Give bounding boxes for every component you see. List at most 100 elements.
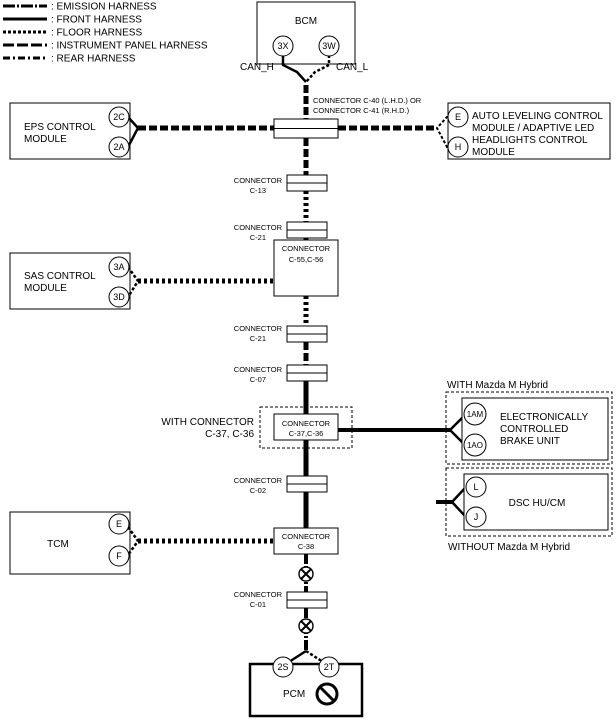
connector-c13: CONNECTOR C-13: [234, 174, 328, 195]
tcm-pin-e-label: E: [116, 519, 122, 529]
sas-pin-3a-label: 3A: [113, 262, 124, 272]
connector-c37-box: [273, 413, 339, 441]
connector-c01-id: C-01: [250, 600, 266, 609]
can-h-label: CAN_H: [240, 62, 274, 73]
tcm-label: TCM: [47, 539, 69, 550]
connector-c02-label: CONNECTOR: [234, 476, 283, 485]
pcm-pin-2t: [318, 656, 340, 678]
connector-c41-label: CONNECTOR C-41 (R.H.D.): [313, 106, 410, 115]
without-hybrid-frame: [445, 467, 613, 537]
connector-c01-label: CONNECTOR: [234, 590, 283, 599]
connector-c38-box: [273, 527, 339, 555]
brake-unit-group: WITH Mazda M Hybrid 1AM 1AO ELECTRONICAL…: [338, 380, 613, 465]
with-connector-note-line2: C-37, C-36: [205, 429, 254, 440]
connector-c21-upper: CONNECTOR C-21: [234, 221, 328, 242]
sas-control-module: SAS CONTROL MODULE 3A 3D: [9, 252, 274, 310]
sas-pin-3d-label: 3D: [113, 292, 125, 302]
connector-c55-label: CONNECTOR: [282, 244, 331, 253]
auto-leveling-pin-e-label: E: [455, 112, 461, 122]
connector-c38-label: CONNECTOR: [282, 532, 331, 541]
connector-c40: CONNECTOR C-40 (L.H.D.) OR CONNECTOR C-4…: [273, 96, 422, 139]
auto-leveling-pin-e: [447, 106, 469, 128]
eps-label-line1: EPS CONTROL: [24, 122, 96, 133]
connector-c55-id: C-55,C-56: [289, 255, 324, 264]
auto-leveling-pin-h: [447, 136, 469, 158]
bcm-pin-3w-label: 3W: [322, 41, 336, 51]
eps-pin-2c: [108, 106, 130, 128]
connector-c55: CONNECTOR C-55,C-56: [273, 239, 339, 297]
eps-control-module: EPS CONTROL MODULE 2C 2A: [9, 102, 274, 160]
connector-c55-body: [273, 239, 339, 297]
connector-c13-label: CONNECTOR: [234, 176, 283, 185]
brake-unit-label-line2: CONTROLLED: [500, 424, 568, 435]
with-hybrid-note: WITH Mazda M Hybrid: [447, 380, 548, 391]
auto-leveling-label-line2: MODULE / ADAPTIVE LED: [472, 123, 594, 134]
twisted-pair-markers: [298, 566, 314, 634]
pcm-pin-2s: [272, 656, 294, 678]
connector-c37-label: CONNECTOR: [282, 419, 331, 428]
auto-leveling-label-line3: HEADLIGHTS CONTROL: [472, 135, 588, 146]
brake-unit-label-line1: ELECTRONICALLY: [500, 412, 589, 423]
sas-pin-3d: [108, 286, 130, 308]
pcm-box: [248, 662, 364, 718]
tcm-pin-f: [108, 545, 130, 567]
dsc-label: DSC HU/CM: [509, 498, 566, 509]
brake-unit-pin-1am-label: 1AM: [467, 410, 484, 419]
can-l-wire: [305, 55, 331, 83]
can-l-label: CAN_L: [336, 62, 369, 73]
connector-c37-optional-frame: [259, 406, 353, 449]
connector-c07: CONNECTOR C-07: [234, 364, 328, 384]
sas-pin-3a: [108, 256, 130, 278]
pcm-wire-low: [305, 649, 330, 668]
pcm-label: PCM: [283, 689, 305, 700]
brake-unit-pin-1am: [463, 402, 487, 426]
bcm-pin-3x-label: 3X: [277, 41, 288, 51]
eps-pin-2a-label: 2A: [113, 142, 124, 152]
connector-c21-lower-id: C-21: [250, 334, 266, 343]
pcm-pin-2t-label: 2T: [324, 662, 335, 672]
auto-leveling-label-line1: AUTO LEVELING CONTROL: [472, 111, 603, 122]
auto-leveling-module: E H AUTO LEVELING CONTROL MODULE / ADAPT…: [338, 102, 611, 160]
tcm-pin-f-label: F: [116, 551, 122, 561]
pcm-pin-2s-label: 2S: [277, 662, 288, 672]
brake-unit-pin-1ao-label: 1AO: [467, 441, 483, 450]
dsc-pin-j-label: J: [474, 512, 479, 522]
sas-label-line2: MODULE: [24, 283, 67, 294]
auto-leveling-pin-h-label: H: [455, 142, 462, 152]
can-h-wire: [281, 55, 307, 83]
tcm-pin-e: [108, 513, 130, 535]
connector-c02-id: C-02: [250, 486, 266, 495]
eps-pin-2a: [108, 136, 130, 158]
connector-c21-upper-id: C-21: [250, 233, 266, 242]
brake-unit-box: [461, 397, 609, 461]
connector-c01: CONNECTOR C-01: [234, 590, 328, 609]
dsc-box: [463, 473, 609, 531]
without-hybrid-note: WITHOUT Mazda M Hybrid: [448, 542, 570, 553]
bcm-module: BCM 3X 3W CAN_H CAN_L: [240, 1, 369, 83]
brake-unit-pin-1ao: [463, 433, 487, 457]
bcm-pin-3w: [318, 35, 340, 57]
eps-label-line2: MODULE: [24, 134, 67, 145]
connector-c21-upper-label: CONNECTOR: [234, 223, 283, 232]
with-connector-note-line1: WITH CONNECTOR: [161, 417, 254, 428]
bcm-pin-3x: [272, 35, 294, 57]
dsc-pin-j: [465, 506, 487, 528]
connector-c07-label: CONNECTOR: [234, 365, 283, 374]
tcm-module: TCM E F: [9, 511, 274, 575]
connector-c21-lower: CONNECTOR C-21: [234, 324, 328, 343]
connector-c07-id: C-07: [250, 375, 266, 384]
brake-unit-label-line3: BRAKE UNIT: [500, 436, 560, 447]
connector-c02: CONNECTOR C-02: [234, 475, 328, 495]
legend-label-floor: : FLOOR HARNESS: [51, 28, 142, 39]
auto-leveling-label-line4: MODULE: [472, 147, 515, 158]
connector-c38: CONNECTOR C-38: [273, 527, 339, 555]
dsc-pin-l: [465, 476, 487, 498]
connector-c13-id: C-13: [250, 186, 266, 195]
bcm-box: [256, 1, 356, 65]
eps-pin-2c-label: 2C: [113, 112, 125, 122]
prohibited-icon: [315, 682, 339, 706]
legend-label-front: : FRONT HARNESS: [51, 15, 142, 26]
bcm-label: BCM: [295, 16, 317, 27]
pcm-module: 2S 2T PCM: [248, 649, 364, 718]
